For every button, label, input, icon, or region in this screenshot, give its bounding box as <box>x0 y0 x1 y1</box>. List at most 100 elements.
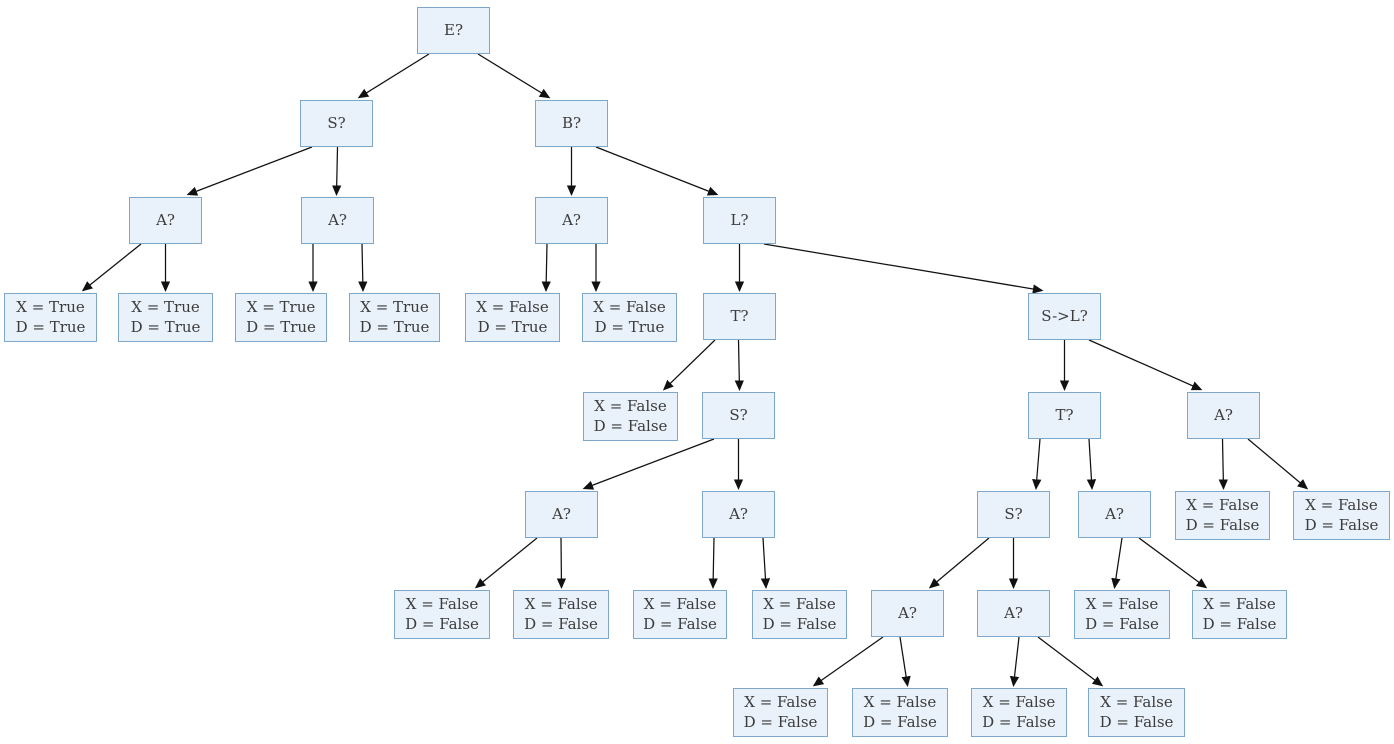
leaf-node-LF3: X = True D = True <box>235 293 327 342</box>
edge-S3-A8 <box>928 537 990 589</box>
leaf-node-LF5: X = False D = True <box>465 293 560 342</box>
edge-A1-LF1 <box>81 243 142 292</box>
node-label: A? <box>552 504 571 523</box>
decision-node-A8: A? <box>871 590 944 637</box>
node-label: A? <box>1214 405 1233 424</box>
node-label: X = False D = False <box>1304 495 1379 534</box>
decision-node-S2: S? <box>702 392 775 439</box>
leaf-node-LF2: X = True D = True <box>118 293 213 342</box>
decision-node-E: E? <box>417 7 490 54</box>
leaf-node-LF15: X = False D = False <box>1192 590 1287 639</box>
node-label: X = False D = True <box>476 297 549 336</box>
decision-node-A1: A? <box>129 197 202 244</box>
node-label: E? <box>444 20 463 39</box>
node-label: S? <box>1004 504 1023 523</box>
node-label: X = False D = False <box>405 594 479 633</box>
decision-node-A3: A? <box>535 197 608 244</box>
node-label: X = False D = False <box>743 692 818 731</box>
edge-T1-S2 <box>734 339 744 391</box>
leaf-node-LF7: X = False D = False <box>583 392 678 441</box>
decision-node-SL: S->L? <box>1028 293 1101 340</box>
decision-node-T2: T? <box>1028 392 1101 439</box>
node-label: X = False D = False <box>593 396 668 435</box>
edge-T2-A6 <box>1086 438 1097 490</box>
node-label: X = False D = False <box>982 692 1056 731</box>
leaf-node-LF8: X = False D = False <box>1175 491 1270 540</box>
decision-node-A9: A? <box>977 590 1050 637</box>
leaf-node-LF17: X = False D = False <box>852 688 948 737</box>
edge-A9-LF19 <box>1037 636 1104 687</box>
edge-A2-LF4 <box>358 243 368 292</box>
node-label: X = False D = False <box>863 692 937 731</box>
node-label: X = True D = True <box>359 297 430 336</box>
node-label: T? <box>1055 405 1074 424</box>
leaf-node-LF6: X = False D = True <box>582 293 677 342</box>
edge-A6-LF14 <box>1111 537 1123 589</box>
leaf-node-LF10: X = False D = False <box>394 590 490 639</box>
edge-S1-A1 <box>186 146 313 196</box>
node-label: L? <box>730 210 749 229</box>
edge-A9-LF18 <box>1009 636 1020 687</box>
edge-L-SL <box>763 243 1044 294</box>
leaf-node-LF12: X = False D = False <box>633 590 727 639</box>
leaf-node-LF19: X = False D = False <box>1088 688 1185 737</box>
node-label: X = False D = False <box>1185 495 1260 534</box>
edge-A8-LF16 <box>812 636 884 687</box>
node-label: A? <box>898 603 917 622</box>
node-label: A? <box>562 210 581 229</box>
node-label: X = False D = False <box>643 594 717 633</box>
node-label: A? <box>156 210 175 229</box>
edge-A5-LF13 <box>760 537 771 589</box>
node-label: A? <box>1004 603 1023 622</box>
node-label: X = False D = False <box>762 594 837 633</box>
node-label: S? <box>327 113 346 132</box>
decision-node-A2: A? <box>301 197 374 244</box>
leaf-node-LF11: X = False D = False <box>513 590 609 639</box>
edge-A3-LF5 <box>541 243 551 292</box>
node-label: X = True D = True <box>15 297 86 336</box>
leaf-node-LF1: X = True D = True <box>4 293 97 342</box>
edge-E-B <box>477 53 551 99</box>
decision-node-A4: A? <box>525 491 598 538</box>
node-label: X = False D = False <box>1085 594 1159 633</box>
edge-A7-LF9 <box>1247 438 1309 490</box>
edge-A4-LF11 <box>556 537 567 589</box>
node-label: B? <box>561 113 582 132</box>
node-label: S? <box>729 405 748 424</box>
edge-T1-LF7 <box>662 339 716 391</box>
node-label: X = True D = True <box>246 297 316 336</box>
decision-node-B: B? <box>535 100 608 147</box>
node-label: X = False D = False <box>1099 692 1174 731</box>
edge-A7-LF8 <box>1218 438 1228 490</box>
edge-A8-LF17 <box>899 636 911 687</box>
leaf-node-LF18: X = False D = False <box>971 688 1067 737</box>
node-label: A? <box>328 210 347 229</box>
node-label: X = False D = False <box>524 594 598 633</box>
decision-node-A7: A? <box>1187 392 1260 439</box>
leaf-node-LF4: X = True D = True <box>349 293 440 342</box>
edge-A4-LF10 <box>474 537 538 589</box>
edge-T2-S3 <box>1032 438 1042 490</box>
node-label: S->L? <box>1041 306 1088 325</box>
decision-node-S3: S? <box>977 491 1050 538</box>
edge-A6-LF15 <box>1138 537 1208 589</box>
leaf-node-LF14: X = False D = False <box>1074 590 1170 639</box>
node-label: X = False D = True <box>593 297 666 336</box>
leaf-node-LF13: X = False D = False <box>752 590 847 639</box>
node-label: X = False D = False <box>1202 594 1277 633</box>
decision-node-A6: A? <box>1078 491 1151 538</box>
node-label: T? <box>730 306 749 325</box>
edge-A5-LF12 <box>708 537 718 589</box>
decision-node-S1: S? <box>300 100 373 147</box>
edge-SL-A7 <box>1088 339 1203 391</box>
node-label: A? <box>729 504 748 523</box>
leaf-node-LF9: X = False D = False <box>1293 491 1390 540</box>
node-label: A? <box>1105 504 1124 523</box>
edge-S2-A4 <box>582 438 715 490</box>
leaf-node-LF16: X = False D = False <box>733 688 828 737</box>
decision-node-L: L? <box>703 197 776 244</box>
decision-node-T1: T? <box>703 293 776 340</box>
edge-B-L <box>595 146 719 196</box>
edge-S1-A2 <box>332 146 342 196</box>
